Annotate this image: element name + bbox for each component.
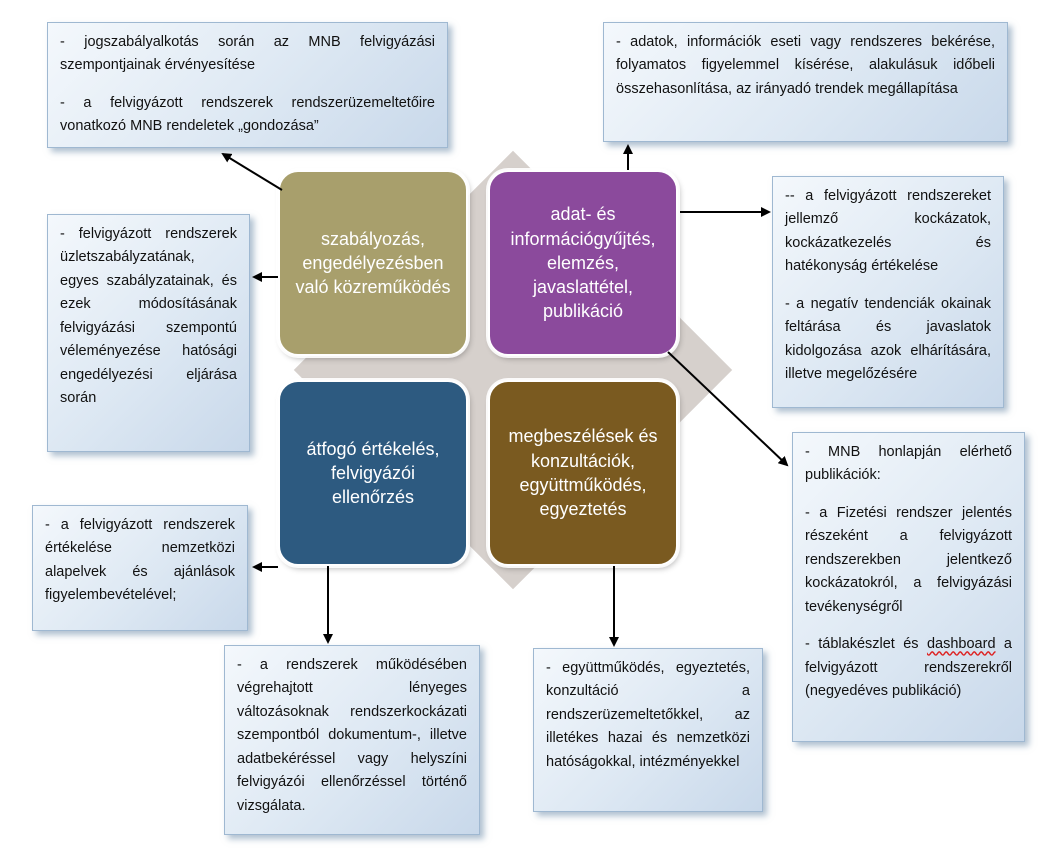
callout-box-mid-right: -- a felvigyázott rendszereket jellemző …	[772, 176, 1004, 408]
callout-box-lower-right: - MNB honlapján elérhető publikációk: - …	[792, 432, 1025, 742]
callout-box-bottom-center-right: - együttműködés, egyeztetés, konzultáció…	[533, 648, 763, 812]
quadrant-assessment: átfogó értékelés, felvigyázói ellenőrzés	[278, 380, 468, 566]
quadrant-regulation-label: szabályozás, engedélyezésben való közrem…	[295, 228, 451, 298]
quadrant-regulation: szabályozás, engedélyezésben való közrem…	[278, 170, 468, 356]
quadrant-data-collection-label: adat- és információgyűjtés, elemzés, jav…	[510, 204, 656, 322]
callout-box-lower-left: - a felvigyázott rendszerek értékelése n…	[32, 505, 248, 631]
callout-text: -- a felvigyázott rendszereket jellemző …	[785, 188, 991, 275]
callout-text: - jogszabályalkotás során az MNB felvigy…	[60, 34, 435, 74]
spellcheck-word: dashboard	[926, 636, 996, 653]
callout-text: - a Fizetési rendszer jelentés részeként…	[805, 504, 1012, 615]
callout-box-bottom-center-left: - a rendszerek működésében végrehajtott …	[224, 645, 480, 835]
callout-box-top-left: - jogszabályalkotás során az MNB felvigy…	[47, 22, 448, 148]
callout-text: - a negatív tendenciák okainak feltárása…	[785, 295, 991, 383]
callout-text: - a felvigyázott rendszerek értékelése n…	[45, 517, 235, 604]
callout-text: - táblakészlet és dashboard a felvigyázo…	[805, 636, 1012, 700]
callout-box-mid-left: - felvigyázott rendszerek üzletszabályza…	[47, 214, 250, 452]
callout-text: - a felvigyázott rendszerek rendszerüzem…	[60, 94, 435, 135]
callout-text: - együttműködés, egyeztetés, konzultáció…	[546, 660, 750, 770]
callout-text: - felvigyázott rendszerek üzletszabályza…	[60, 226, 237, 407]
callout-text: - MNB honlapján elérhető publikációk:	[805, 444, 1012, 484]
callout-text: - a rendszerek működésében végrehajtott …	[237, 657, 467, 814]
arrow-to-top-left	[221, 152, 283, 191]
quadrant-consultation-label: megbeszélések és konzultációk, együttműk…	[508, 426, 658, 520]
quadrant-assessment-label: átfogó értékelés, felvigyázói ellenőrzés	[306, 438, 440, 508]
quadrant-consultation: megbeszélések és konzultációk, együttműk…	[488, 380, 678, 566]
arrow-to-lower-right	[667, 351, 789, 467]
quadrant-data-collection: adat- és információgyűjtés, elemzés, jav…	[488, 170, 678, 356]
callout-box-top-right: - adatok, információk eseti vagy rendsze…	[603, 22, 1008, 142]
callout-text: - adatok, információk eseti vagy rendsze…	[616, 34, 995, 97]
